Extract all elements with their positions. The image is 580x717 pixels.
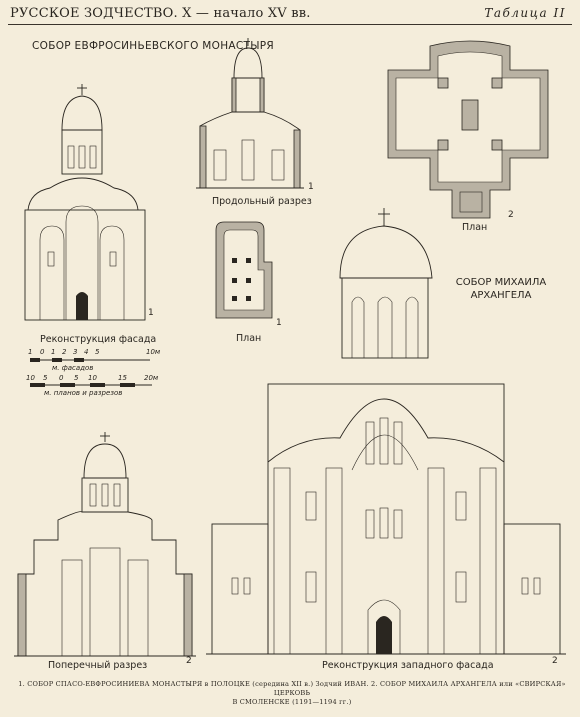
- scale-tick: 10: [26, 374, 35, 382]
- header-title: РУССКОЕ ЗОДЧЕСТВО. X — начало XV вв.: [10, 6, 311, 21]
- footer-line-1: 1. СОБОР СПАСО-ЕВФРОСИНИЕВА МОНАСТЫРЯ в …: [18, 680, 566, 697]
- scale-tick: 10м: [146, 348, 161, 356]
- header-rule: [8, 24, 572, 25]
- footer-line-2: В СМОЛЕНСКЕ (1191—1194 гг.): [232, 698, 352, 706]
- drawing-cross-section: [14, 432, 196, 657]
- caption-cross-section: Поперечный разрез: [48, 660, 148, 671]
- drawing-longitudinal-section: [196, 38, 304, 189]
- figure-number-section: 1: [308, 182, 314, 192]
- caption-longitudinal-section: Продольный разрез: [212, 196, 312, 207]
- scale-tick: 1: [28, 348, 33, 356]
- footer-caption: 1. СОБОР СПАСО-ЕВФРОСИНИЕВА МОНАСТЫРЯ в …: [18, 680, 566, 707]
- scale-label-plans: м. планов и разрезов: [44, 389, 123, 397]
- scale-tick: 20м: [144, 374, 159, 382]
- scale-label-facades: м. фасадов: [52, 364, 94, 372]
- caption-plan-small: План: [236, 333, 262, 344]
- title-line-1: СОБОР МИХАИЛА: [455, 277, 547, 288]
- scale-tick: 5: [74, 374, 79, 382]
- drawing-facade-reconstruction: [24, 84, 146, 321]
- scale-tick: 0: [59, 374, 64, 382]
- scale-tick: 1: [51, 348, 56, 356]
- caption-west-facade: Реконструкция западного фасада: [322, 660, 494, 671]
- drawing-small-plan: [215, 221, 273, 319]
- scale-tick: 2: [62, 348, 67, 356]
- caption-plan-large: План: [462, 222, 488, 233]
- scale-tick: 4: [84, 348, 89, 356]
- figure-number-cross-section: 2: [186, 656, 192, 666]
- scale-tick: 10: [88, 374, 97, 382]
- figure-number-facade: 1: [148, 308, 154, 318]
- title-euphrosyne-cathedral: СОБОР ЕВФРОСИНЬЕВСКОГО МОНАСТЫРЯ: [32, 40, 275, 52]
- drawing-west-facade: [206, 208, 566, 655]
- caption-facade-reconstruction: Реконструкция фасада: [40, 334, 157, 345]
- scale-tick: 5: [43, 374, 48, 382]
- title-line-2: АРХАНГЕЛА: [470, 290, 532, 301]
- scale-tick: 0: [40, 348, 45, 356]
- scale-tick: 3: [73, 348, 78, 356]
- figure-number-west-facade: 2: [552, 656, 558, 666]
- drawing-large-plan: [387, 40, 549, 219]
- scale-tick: 5: [95, 348, 100, 356]
- scale-bars: [30, 358, 152, 387]
- figure-number-plan-small: 1: [276, 318, 282, 328]
- scale-tick: 15: [118, 374, 127, 382]
- table-number: Таблица II: [484, 6, 566, 20]
- title-archangel-michael-cathedral: СОБОР МИХАИЛА АРХАНГЕЛА: [441, 276, 561, 302]
- figure-number-plan-large: 2: [508, 210, 514, 220]
